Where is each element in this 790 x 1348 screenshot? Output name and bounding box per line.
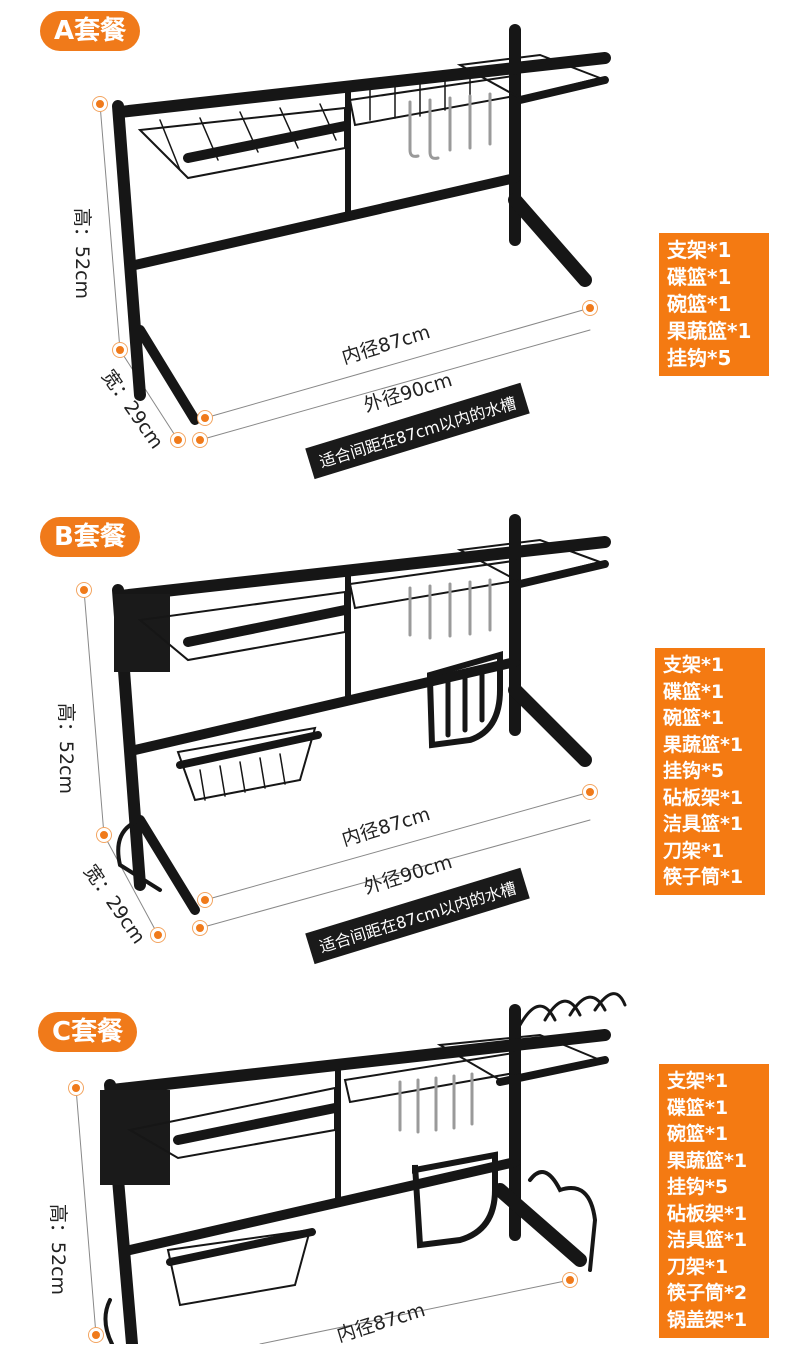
list-item: 洁具篮*1 bbox=[663, 813, 744, 835]
list-item: 刀架*1 bbox=[663, 839, 725, 862]
package-title: C套餐 bbox=[38, 1012, 138, 1052]
height-label: 高：52cm bbox=[55, 702, 78, 795]
rack-c-illustration bbox=[75, 992, 627, 1344]
list-item: 筷子筒*2 bbox=[667, 1282, 748, 1304]
dimension-marker bbox=[171, 433, 185, 447]
list-item: 支架*1 bbox=[667, 1070, 729, 1092]
list-item: 果蔬篮*1 bbox=[667, 1149, 748, 1172]
list-item: 碗篮*1 bbox=[667, 1123, 729, 1145]
list-item: 支架*1 bbox=[667, 238, 732, 262]
dimension-marker bbox=[583, 785, 597, 799]
list-item: 砧板架*1 bbox=[663, 786, 744, 809]
list-item: 果蔬篮*1 bbox=[663, 733, 744, 756]
list-item: 碟篮*1 bbox=[667, 1096, 729, 1119]
rack-a-illustration bbox=[99, 24, 611, 441]
dimension-marker bbox=[97, 828, 111, 842]
dimension-marker bbox=[151, 928, 165, 942]
dimension-marker bbox=[77, 583, 91, 597]
package-b-section: B套餐 高：52cm 宽：29cm 内径87cm 外径90cm 适合间距在87c… bbox=[0, 490, 790, 970]
package-item-list: 支架*1 碟篮*1 碗篮*1 果蔬篮*1 挂钩*5 bbox=[659, 233, 769, 376]
list-item: 锅盖架*1 bbox=[667, 1308, 748, 1331]
dimension-marker bbox=[563, 1273, 577, 1287]
dimension-marker bbox=[193, 433, 207, 447]
package-title: A套餐 bbox=[40, 11, 141, 51]
list-item: 挂钩*5 bbox=[667, 346, 732, 370]
rack-b-illustration bbox=[83, 514, 611, 936]
dimension-marker bbox=[113, 343, 127, 357]
package-title: B套餐 bbox=[40, 517, 140, 557]
list-item: 挂钩*5 bbox=[663, 760, 725, 782]
list-item: 洁具篮*1 bbox=[667, 1229, 748, 1251]
dimension-marker bbox=[198, 411, 212, 425]
package-item-list: 支架*1 碟篮*1 碗篮*1 果蔬篮*1 挂钩*5 砧板架*1 洁具篮*1 刀架… bbox=[655, 648, 765, 895]
list-item: 砧板架*1 bbox=[667, 1202, 748, 1225]
list-item: 碗篮*1 bbox=[663, 707, 725, 729]
dimension-marker bbox=[69, 1081, 83, 1095]
list-item: 支架*1 bbox=[663, 654, 725, 676]
package-a-section: A套餐 高：52cm 宽：29cm 内径87cm 外径90cm 适合间距在87c… bbox=[0, 0, 790, 480]
list-item: 果蔬篮*1 bbox=[667, 319, 752, 343]
dimension-marker bbox=[93, 97, 107, 111]
height-label: 高：52cm bbox=[71, 207, 94, 300]
dimension-marker bbox=[198, 893, 212, 907]
package-item-list: 支架*1 碟篮*1 碗篮*1 果蔬篮*1 挂钩*5 砧板架*1 洁具篮*1 刀架… bbox=[659, 1064, 769, 1338]
list-item: 筷子筒*1 bbox=[663, 866, 744, 888]
list-item: 碟篮*1 bbox=[663, 680, 725, 703]
list-item: 刀架*1 bbox=[667, 1255, 729, 1278]
list-item: 碟篮*1 bbox=[667, 265, 732, 289]
dimension-marker bbox=[583, 301, 597, 315]
list-item: 碗篮*1 bbox=[667, 292, 732, 316]
list-item: 挂钩*5 bbox=[667, 1176, 729, 1198]
package-c-section: C套餐 高：52cm 内径87cm 支架*1 碟篮*1 碗篮*1 果蔬篮*1 挂… bbox=[0, 990, 790, 1347]
height-label: 高：52cm bbox=[47, 1203, 70, 1296]
dimension-marker bbox=[193, 921, 207, 935]
dimension-marker bbox=[89, 1328, 103, 1342]
